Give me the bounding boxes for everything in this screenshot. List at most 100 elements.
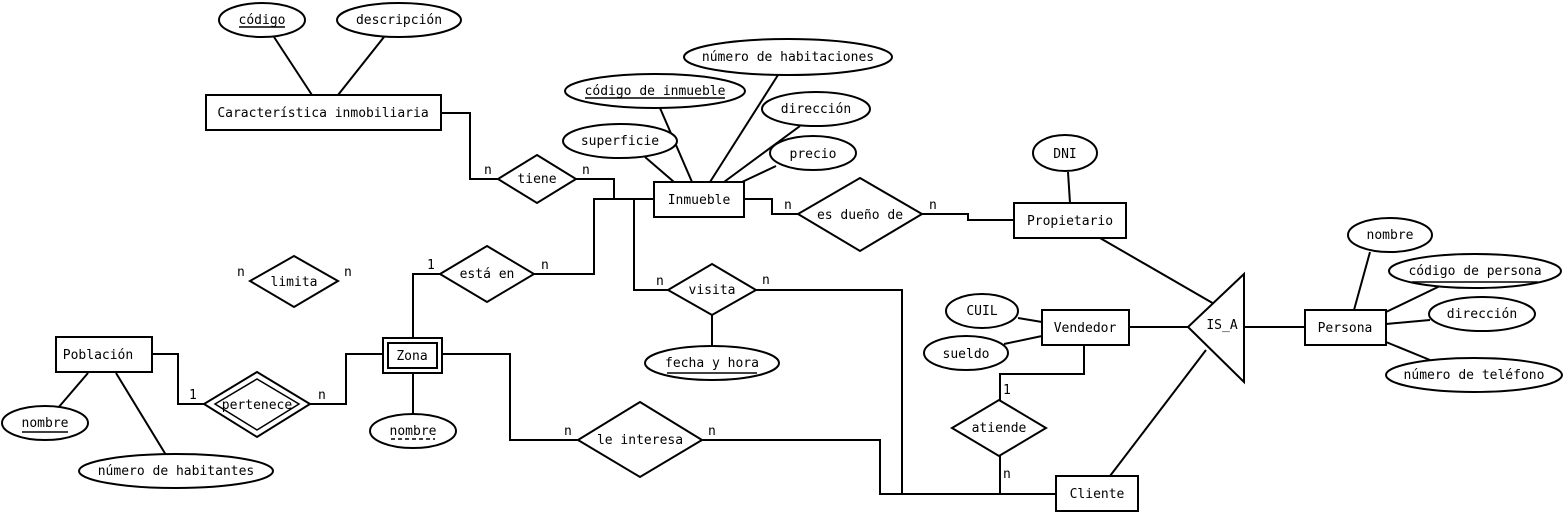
link-cuil [1017,317,1043,323]
attribute-zona-nombre-partial-key[interactable]: nombre [369,413,457,449]
attribute-sueldo[interactable]: sueldo [923,335,1009,371]
entity-label: Vendedor [1054,321,1117,336]
link-vendedor-atiende [999,346,1085,400]
relationship-tiene[interactable]: tiene [496,153,578,205]
link-precio [741,165,777,183]
link-propietario-isa [1099,237,1217,306]
attribute-precio[interactable]: precio [769,135,857,171]
relationship-is-a[interactable]: IS_A [1186,271,1245,385]
cardinality-limita-right: n [344,265,352,280]
link-inmueble-visita [633,199,668,291]
entity-cliente[interactable]: Cliente [1055,475,1139,512]
link-poblacion-pertenece [152,353,204,405]
cardinality-esta-en-right: n [541,258,549,273]
link-persona-direccion [1385,319,1431,325]
entity-propietario[interactable]: Propietario [1013,202,1127,239]
link-sueldo [1003,335,1043,345]
entity-caracteristica[interactable]: Característica inmobiliaria [205,94,442,131]
attribute-direccion-inmueble[interactable]: dirección [761,91,871,127]
entity-label: Población [63,348,133,363]
attribute-poblacion-nombre-key[interactable]: nombre [1,405,89,441]
link-codigo [273,36,313,96]
relationship-es-dueno-de[interactable]: es dueño de [796,176,924,253]
attribute-codigo-persona-key[interactable]: código de persona [1388,253,1562,289]
link-dni [1067,171,1071,204]
attribute-codigo-key[interactable]: código [218,2,306,38]
attribute-codigo-inmueble-key[interactable]: código de inmueble [564,73,746,109]
link-descripcion [337,36,385,96]
attribute-cuil[interactable]: CUIL [945,293,1019,329]
attribute-label: dirección [1447,307,1517,322]
relationship-label: le interesa [597,433,683,448]
cardinality-pertenece-right: n [318,388,326,403]
attribute-label: código [239,13,286,28]
attribute-label: dirección [781,102,851,117]
attribute-label: DNI [1053,147,1076,162]
attribute-persona-direccion[interactable]: dirección [1428,296,1536,332]
entity-box [55,336,153,373]
attribute-ellipse [564,73,746,109]
link-zona-interesa [442,353,578,441]
cardinality-tiene-left: n [484,163,492,178]
attribute-persona-nombre[interactable]: nombre [1347,217,1433,253]
link-poblacion-nombre [57,372,89,409]
attribute-ellipse [1388,253,1562,289]
link-interesa-cliente [702,439,1056,495]
attribute-label: superficie [581,134,659,149]
attribute-label: código de inmueble [585,84,726,99]
relationship-diamond [666,262,758,317]
attribute-ellipse [761,91,871,127]
link-codigo-persona [1385,285,1441,313]
relationship-diamond [950,398,1048,458]
entity-label: Propietario [1027,214,1113,229]
link-esta-en-inmueble [534,198,654,275]
cardinality-atiende-top: 1 [1003,383,1011,398]
relationship-diamond [248,254,340,309]
entity-inmueble[interactable]: Inmueble [653,181,745,218]
attribute-label: número de habitaciones [702,50,874,65]
entity-label: Cliente [1070,487,1125,502]
attribute-numero-habitaciones[interactable]: número de habitaciones [683,38,893,76]
relationship-label: atiende [972,421,1027,436]
attribute-label: descripción [356,13,442,28]
relationship-limita[interactable]: limita [248,254,340,309]
entity-label: Zona [396,349,427,364]
link-pertenece-zona [310,353,383,405]
attribute-fecha-hora-key[interactable]: fecha y hora [644,345,780,381]
isa-triangle [1186,271,1245,385]
relationship-le-interesa[interactable]: le interesa [576,400,704,479]
entity-poblacion[interactable]: Población [55,336,153,373]
entity-persona[interactable]: Persona [1304,309,1387,346]
attribute-ellipse [683,38,893,76]
relationship-label: limita [271,275,318,290]
attribute-descripcion[interactable]: descripción [336,2,462,38]
entity-zona-weak[interactable]: Zona [382,337,443,374]
link-numero-telefono [1385,341,1431,361]
relationship-pertenece-identifying[interactable]: pertenece [202,370,312,439]
cardinality-visita-left: n [656,274,664,289]
relationship-label: está en [460,267,515,282]
link-numero-habitaciones [709,74,779,183]
relationship-diamond [796,176,924,253]
attribute-label: número de teléfono [1404,368,1545,383]
relationship-visita[interactable]: visita [666,262,758,317]
attribute-numero-telefono[interactable]: número de teléfono [1385,357,1563,393]
relationship-diamond [496,153,578,205]
attribute-ellipse [1347,217,1433,253]
cardinality-interesa-right: n [708,424,716,439]
connector-lines [57,36,1441,495]
link-dueno-propietario [922,213,1014,221]
entity-label: Persona [1318,321,1373,336]
attribute-numero-habitantes[interactable]: número de habitantes [78,453,274,489]
relationship-label: visita [689,283,736,298]
attribute-label: CUIL [966,304,997,319]
attribute-dni[interactable]: DNI [1032,134,1098,172]
relationship-atiende[interactable]: atiende [950,398,1048,458]
attribute-ellipse [945,293,1019,329]
relationship-esta-en[interactable]: está en [438,244,536,304]
entity-vendedor[interactable]: Vendedor [1041,309,1130,346]
attribute-superficie[interactable]: superficie [562,123,678,159]
attribute-ellipse [644,345,780,381]
cardinality-visita-right: n [762,273,770,288]
